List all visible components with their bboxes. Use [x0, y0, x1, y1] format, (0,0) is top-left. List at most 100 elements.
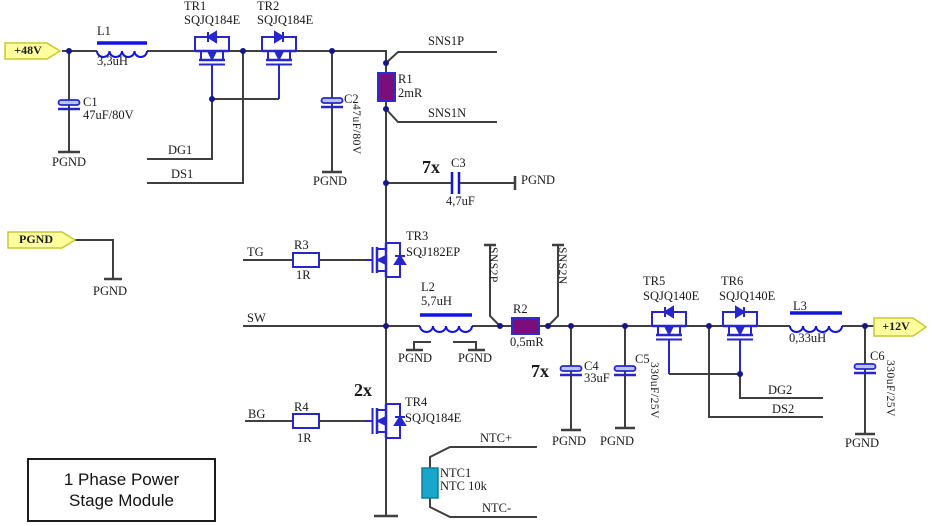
tr4-multiplier-label: 2x: [354, 380, 372, 400]
junction-dots: [66, 48, 868, 377]
vin-tag-shape: [4, 42, 62, 60]
pgnd-label-c1: PGND: [52, 155, 87, 169]
tr3-mosfet-icon: [363, 241, 407, 279]
r2-ref-label: R2: [513, 302, 528, 316]
net-label-ntc-plus: NTC+: [480, 431, 513, 445]
wire-layer: [58, 50, 875, 518]
net-label-sns2n: SNS2N: [556, 247, 569, 285]
c2-ref-label: C2: [344, 92, 359, 106]
tr2-mosfet-icon: [260, 30, 298, 74]
c4-capacitor-icon: [559, 365, 583, 377]
ntc1-thermistor-icon: [421, 467, 439, 499]
r4-ref-label: R4: [294, 400, 309, 414]
net-label-sw: SW: [247, 311, 266, 325]
tr6-ref-label: TR6: [721, 274, 744, 288]
dg1-net-wire: [147, 98, 279, 160]
pgnd-label-c6: PGND: [845, 436, 880, 450]
ntc1-value-label: NTC 10k: [440, 479, 487, 493]
net-label-sns1n: SNS1N: [428, 106, 467, 120]
c1-capacitor-icon: [57, 99, 81, 111]
c4-value-label: 33uF: [584, 371, 610, 385]
l1-ref-label: L1: [97, 24, 111, 38]
r4-value-label: 1R: [297, 431, 312, 445]
c5-capacitor-icon: [613, 365, 637, 377]
c3-capacitor-icon: [450, 172, 461, 194]
title-line-1: 1 Phase Power: [63, 470, 180, 489]
l1-value-label: 3,3uH: [97, 54, 128, 68]
sns1p-net-wire: [385, 51, 497, 64]
l3-inductor-icon: [789, 311, 843, 333]
c1-ref-label: C1: [83, 95, 98, 109]
tr1-mosfet-icon: [193, 30, 231, 74]
tr5-ref-label: TR5: [643, 274, 666, 288]
c4-ref-label: C4: [584, 359, 599, 373]
tr4-mosfet-icon: [363, 402, 407, 440]
pgnd-label-l2-left: PGND: [398, 351, 433, 365]
net-label-dg1: DG1: [168, 143, 193, 157]
c4-multiplier-label: 7x: [531, 361, 549, 381]
net-label-ds2: DS2: [772, 402, 795, 416]
pgnd-label-l2-right: PGND: [458, 351, 493, 365]
net-label-ds1: DS1: [171, 167, 194, 181]
l1-inductor-icon: [96, 41, 148, 58]
dg2-net-wire: [669, 373, 823, 399]
r1-shunt-resistor-icon: [377, 72, 396, 102]
tr5-mosfet-icon: [650, 305, 688, 349]
ntc1-ref-label: NTC1: [440, 466, 472, 480]
tr4-part-label: SQJQ184E: [405, 411, 462, 425]
net-label-tg: TG: [247, 245, 264, 259]
net-label-bg: BG: [248, 407, 266, 421]
pgnd-label-c4: PGND: [552, 434, 587, 448]
net-label-dg2: DG2: [768, 383, 793, 397]
c3-ref-label: C3: [451, 156, 466, 170]
ntc-wire: [429, 446, 537, 518]
r3-value-label: 1R: [296, 268, 311, 282]
c5-ref-label: C5: [635, 352, 650, 366]
tr1-ref-label: TR1: [184, 0, 207, 13]
c3-value-label: 4,7uF: [446, 194, 475, 208]
l3-value-label: 0,33uH: [789, 331, 827, 345]
net-label-sns2p: SNS2P: [487, 247, 500, 283]
pgnd-label-c3: PGND: [521, 173, 556, 187]
tr5-part-label: SQJQ140E: [643, 289, 700, 303]
c6-capacitor-icon: [853, 363, 877, 375]
l2-ref-label: L2: [421, 280, 435, 294]
l3-ref-label: L3: [793, 299, 807, 313]
tr2-part-label: SQJQ184E: [257, 13, 314, 27]
ground-and-terminal-bars: [58, 150, 875, 518]
pgnd-tag-wire: [75, 239, 114, 279]
tr3-part-label: SQJ182EP: [406, 245, 461, 259]
title-line-2: Stage Module: [69, 491, 174, 510]
sns2p-net-wire: [489, 246, 501, 327]
power-tag-layer: [4, 42, 928, 337]
tr2-ref-label: TR2: [257, 0, 280, 13]
gate-leads: [211, 65, 741, 374]
pgnd-label-c2: PGND: [313, 174, 348, 188]
l2-inductor-icon: [419, 313, 473, 333]
vout-tag-shape: [873, 317, 928, 337]
tr3-ref-label: TR3: [406, 229, 429, 243]
sns2n-net-wire: [547, 246, 559, 327]
title-block: 1 Phase Power Stage Module: [27, 458, 216, 522]
r2-value-label: 0,5mR: [510, 335, 544, 349]
l2-value-label: 5,7uH: [421, 294, 452, 308]
pgnd-tag: PGND: [19, 232, 53, 246]
c2-capacitor-icon: [320, 97, 344, 109]
r4-resistor-icon: [292, 413, 320, 429]
pgnd-label-c5: PGND: [600, 434, 635, 448]
r1-ref-label: R1: [398, 72, 413, 86]
net-label-sns1p: SNS1P: [428, 34, 465, 48]
vin-tag: +48V: [14, 43, 42, 57]
l2-ground-stubs: [413, 341, 477, 350]
c6-value-label: 330uF/25V: [884, 360, 897, 417]
tr4-ref-label: TR4: [405, 395, 428, 409]
r3-resistor-icon: [292, 252, 320, 268]
tr6-part-label: SQJQ140E: [719, 289, 776, 303]
r1-value-label: 2mR: [398, 86, 423, 100]
net-label-ntc-minus: NTC-: [482, 501, 512, 515]
tr1-part-label: SQJQ184E: [184, 13, 241, 27]
pgnd-label-tag: PGND: [93, 284, 128, 298]
ds1-net-wire: [147, 51, 244, 184]
